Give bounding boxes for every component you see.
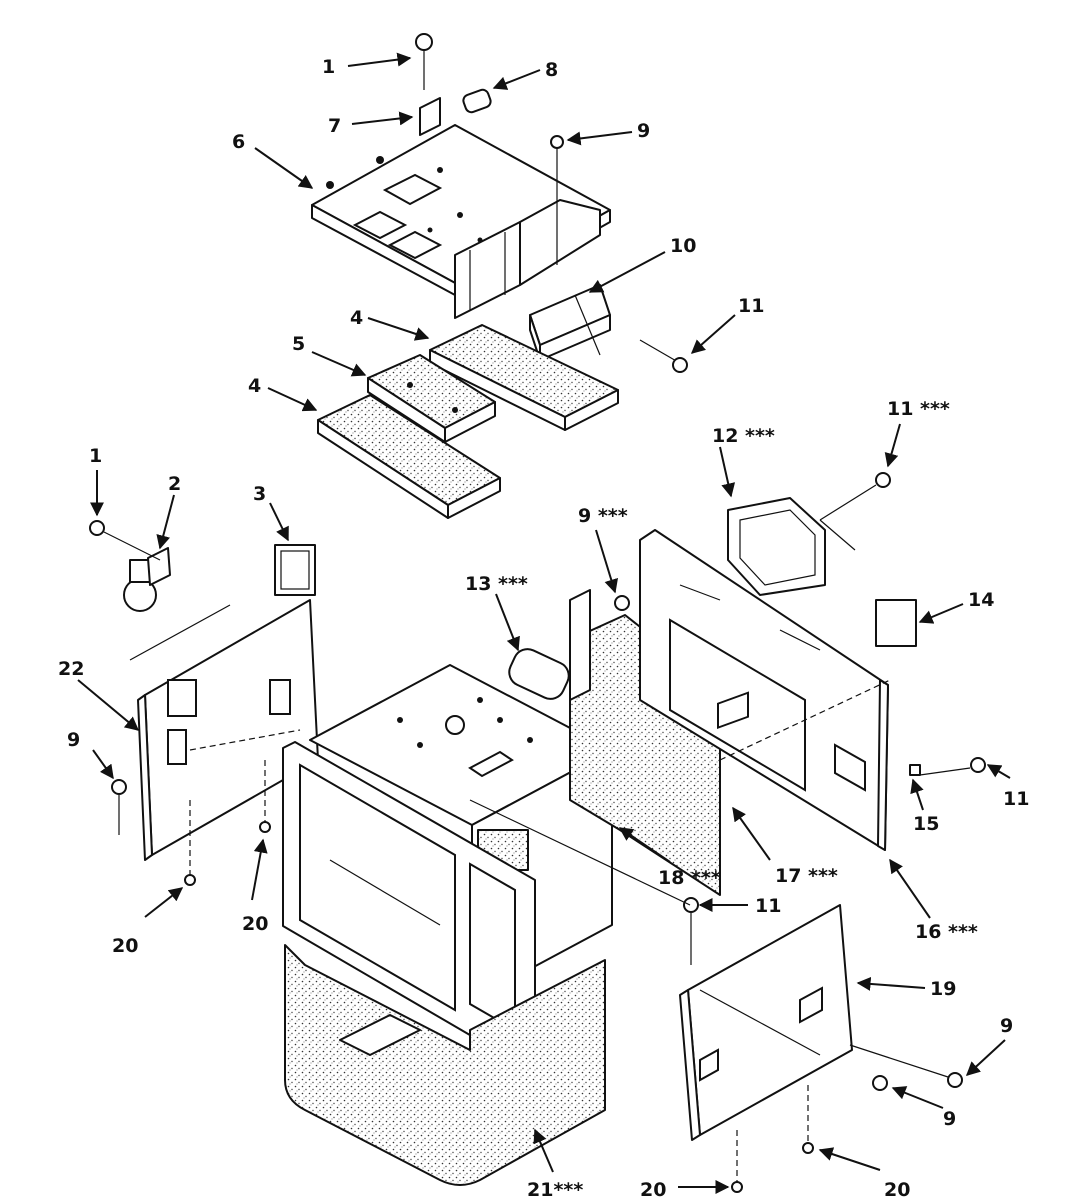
callout-labels: 1 7 8 6 9 10 4 5 11 4 11 *** 12 *** 1 2 … [58,56,1029,1200]
label-9-br1: 9 [1000,1015,1013,1037]
label-9-left: 9 [67,729,80,751]
label-9-top: 9 [637,120,650,142]
label-11-stars: 11 *** [887,398,950,420]
label-16: 16 *** [915,921,978,943]
screw-11-mid [683,897,699,965]
screw-9-br2 [872,1075,888,1091]
clip [462,88,492,114]
grommet-20-b [259,760,271,833]
screw-9-br1 [849,1044,963,1088]
label-5: 5 [292,333,305,355]
label-13: 13 *** [465,573,528,595]
label-7: 7 [328,115,341,137]
screw-9-top [550,135,564,265]
grommet-20-d [802,1085,814,1154]
insulation-pad-middle [367,354,496,443]
label-8: 8 [545,59,558,81]
label-10: 10 [670,235,696,257]
insulation-pad-upper [429,324,619,431]
label-20-a: 20 [112,935,138,957]
screw-top [415,33,433,90]
label-12: 12 *** [712,425,775,447]
label-11-top: 11 [738,295,764,317]
right-side-panel [679,691,853,1141]
lamp-socket [123,547,171,612]
grommet-20-c [731,1130,743,1193]
screw-9-stars [614,595,630,611]
left-side-panel [137,599,319,861]
bracket-13 [508,589,591,701]
label-18: 18 *** [658,867,721,889]
label-17: 17 *** [775,865,838,887]
clip-15 [909,764,921,776]
label-plate [875,599,917,647]
screw-11-right [919,757,986,776]
label-15: 15 [913,813,939,835]
lamp-cover [274,544,316,596]
outer-wrapper [284,944,606,1186]
screw-11-top [639,339,688,373]
label-6: 6 [232,131,245,153]
label-20-d: 20 [884,1179,910,1200]
front-frame [282,741,536,1067]
label-19: 19 [930,978,956,1000]
label-4-a: 4 [350,307,363,329]
label-9-br2: 9 [943,1108,956,1130]
label-4-b: 4 [248,375,261,397]
solenoid [529,284,611,361]
screw-1-left [89,520,161,561]
label-11-mid: 11 [755,895,781,917]
label-22: 22 [58,658,84,680]
callout-arrows [77,52,1011,1194]
control-box [727,497,826,596]
grommet-20-a [184,800,196,886]
label-1-top: 1 [322,56,335,78]
bracket [419,97,441,136]
label-3: 3 [253,483,266,505]
screw-9-left [111,779,127,835]
label-20-b: 20 [242,913,268,935]
label-9-stars: 9 *** [578,505,628,527]
label-14: 14 [968,589,994,611]
screw-11-stars [819,472,891,551]
label-2: 2 [168,473,181,495]
insulation-pad-lower [317,394,501,519]
label-20-c: 20 [640,1179,666,1200]
label-11-right: 11 [1003,788,1029,810]
label-21: 21*** [527,1179,583,1200]
top-plate [311,124,611,319]
label-1-left: 1 [89,445,102,467]
